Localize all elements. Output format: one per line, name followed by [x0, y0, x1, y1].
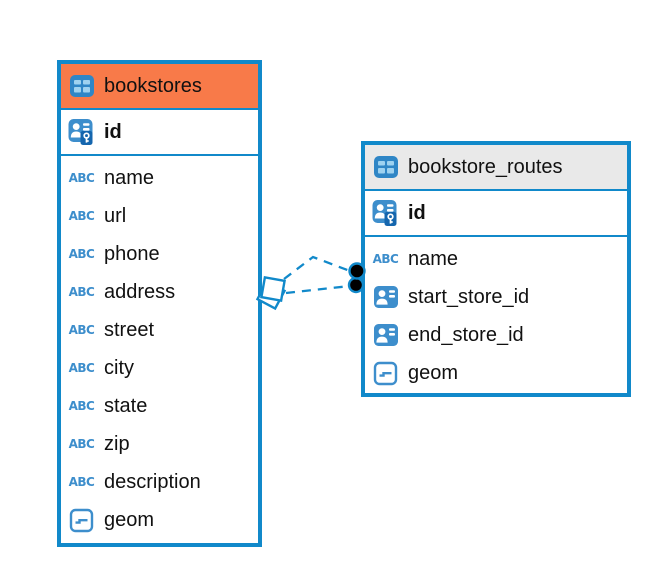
- column-name: name: [104, 166, 155, 189]
- geometry-type-icon: [372, 360, 399, 387]
- column-name: url: [104, 204, 127, 227]
- text-type-icon: ABC: [68, 437, 95, 451]
- table-name: bookstores: [104, 74, 202, 97]
- column-row-phone[interactable]: ABC phone: [68, 235, 258, 273]
- column-row-description[interactable]: ABC description: [68, 463, 258, 501]
- text-type-icon: ABC: [372, 252, 399, 266]
- column-name: phone: [104, 242, 160, 265]
- column-name: state: [104, 394, 148, 417]
- column-name: zip: [104, 432, 130, 455]
- primary-key-icon: [68, 119, 95, 146]
- relation-line-2[interactable]: [285, 284, 351, 295]
- column-row-address[interactable]: ABC address: [68, 273, 258, 311]
- column-row-street[interactable]: ABC street: [68, 311, 258, 349]
- column-list: ABC name start_store_id: [365, 237, 627, 392]
- table-name: bookstore_routes: [408, 155, 563, 178]
- relation-line-1[interactable]: [283, 255, 351, 280]
- column-name: start_store_id: [408, 285, 530, 308]
- column-row-geom[interactable]: geom: [68, 501, 258, 539]
- table-bookstores-header[interactable]: bookstores: [61, 64, 258, 110]
- column-name: name: [408, 247, 459, 270]
- column-name: description: [104, 470, 201, 493]
- column-name: id: [408, 201, 426, 224]
- column-row-zip[interactable]: ABC zip: [68, 425, 258, 463]
- column-name: city: [104, 356, 134, 379]
- table-icon: [68, 73, 95, 100]
- text-type-icon: ABC: [68, 171, 95, 185]
- text-type-icon: ABC: [68, 475, 95, 489]
- column-row-end-store-id[interactable]: end_store_id: [372, 316, 627, 354]
- text-type-icon: ABC: [68, 361, 95, 375]
- table-bookstore-routes-header[interactable]: bookstore_routes: [365, 145, 627, 191]
- column-name: end_store_id: [408, 323, 524, 346]
- column-row-state[interactable]: ABC state: [68, 387, 258, 425]
- column-row-city[interactable]: ABC city: [68, 349, 258, 387]
- column-row-name[interactable]: ABC name: [68, 159, 258, 197]
- column-row-name[interactable]: ABC name: [372, 240, 627, 278]
- text-type-icon: ABC: [68, 209, 95, 223]
- column-name: geom: [104, 508, 155, 531]
- text-type-icon: ABC: [68, 399, 95, 413]
- text-type-icon: ABC: [68, 323, 95, 337]
- column-name: address: [104, 280, 176, 303]
- primary-key-icon: [372, 200, 399, 227]
- column-name: street: [104, 318, 155, 341]
- column-row-start-store-id[interactable]: start_store_id: [372, 278, 627, 316]
- text-type-icon: ABC: [68, 285, 95, 299]
- geometry-type-icon: [68, 507, 95, 534]
- column-name: id: [104, 120, 122, 143]
- reference-id-icon: [372, 322, 399, 349]
- table-icon: [372, 154, 399, 181]
- text-type-icon: ABC: [68, 247, 95, 261]
- table-bookstore-routes[interactable]: bookstore_routes id ABC: [361, 141, 631, 397]
- table-bookstores[interactable]: bookstores id ABC: [57, 60, 262, 547]
- column-row-geom[interactable]: geom: [372, 354, 627, 392]
- reference-id-icon: [372, 284, 399, 311]
- column-list: ABC name ABC url ABC phone ABC address A…: [61, 156, 258, 539]
- column-name: geom: [408, 361, 459, 384]
- column-row-id[interactable]: id: [61, 110, 258, 156]
- column-row-url[interactable]: ABC url: [68, 197, 258, 235]
- column-row-id[interactable]: id: [365, 191, 627, 237]
